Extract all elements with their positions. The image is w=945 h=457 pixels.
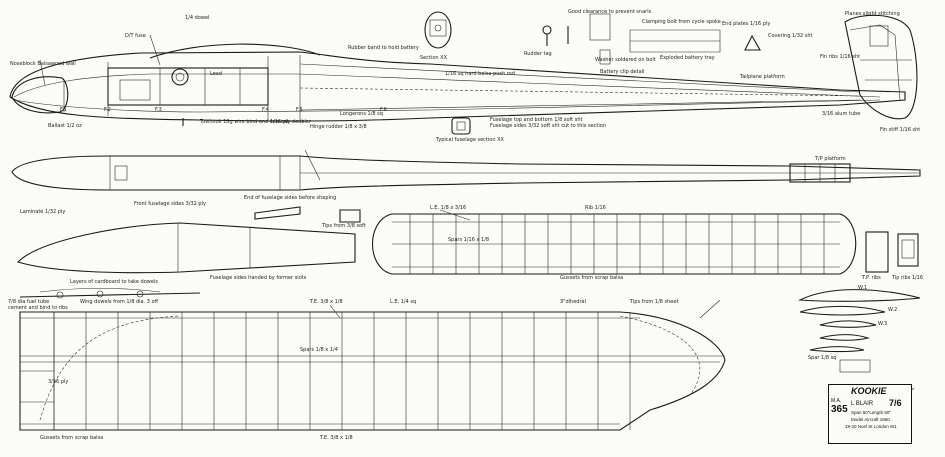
publisher: 19-20 Noel St London W1 [845, 424, 897, 429]
label-plane-stitching: Planes slight stitching [845, 11, 900, 17]
label-clamping-bolt: Clamping bolt from cycle spoke [642, 19, 721, 25]
wing-plan [19, 311, 726, 431]
former-label: F.6 [380, 107, 387, 113]
label-front-fuse-sides: Front fuselage sides 3/32 ply [134, 201, 206, 207]
label-hinge: Hinge rudder 1/8 x 3/8 [310, 124, 367, 130]
plan-prefix: M.A. [831, 398, 842, 404]
label-tip-fuel: 7/8 dia fuel tube [8, 299, 50, 305]
designer: L BLAIR [851, 401, 874, 407]
label-wing-dowels: Wing dowels from 1/8 dia. 3 off [80, 299, 159, 305]
label-covering: Covering 1/32 sht [768, 33, 813, 39]
label-dowel: 1/4 dowel [185, 15, 210, 21]
label-rib-w1: W.1 [858, 285, 868, 291]
label-towhook: Towhook 18g wire bind and cement [200, 119, 289, 125]
label-longerons: Longerons 1/8 sq [340, 111, 383, 117]
label-le-tp: L.E. 1/8 x 3/16 [430, 205, 467, 211]
label-fin-stiff: Fin stiff 1/16 sht [880, 127, 921, 133]
tailplane-plan [372, 213, 919, 275]
fuselage-top-view [11, 155, 921, 191]
tailplane-ribs [409, 214, 825, 274]
label-push-rod: 1/16 sq hard balsa push rod [445, 71, 515, 77]
label-laminated: Laminate 1/32 ply [20, 209, 66, 215]
label-washer: Washer soldered on bolt [595, 57, 656, 63]
label-dihedral: 3"dihedral [560, 299, 586, 305]
former-label: F.4 [262, 107, 269, 113]
label-end-plates: End plates 1/16 ply [722, 21, 771, 27]
label-rudder-tag: Rudder tag [524, 51, 552, 57]
label-battery-tray: Exploded battery tray [660, 55, 715, 61]
detail-top-middle [424, 11, 761, 135]
label-gusset-wing: Gussets from scrap balsa [40, 435, 104, 441]
label-fuse-sides: Fuselage sides 3/32 soft sht cut to this… [490, 123, 607, 129]
former-label: F.3 [155, 107, 162, 113]
fuselage-side-view [9, 14, 918, 126]
former-label: F.2 [104, 107, 111, 113]
former-label: F.1 [60, 107, 67, 113]
fuselage-side-pattern [16, 206, 361, 299]
label-lead: Lead [210, 71, 223, 77]
label-tp-rib: Rib 1/16 [585, 205, 606, 211]
plan-title: KOOKIE [851, 386, 887, 396]
label-fuse-top: Fuselage top and bottom 1/8 soft sht [490, 117, 583, 123]
former-label: F.5 [296, 107, 303, 113]
label-fuse-sides-hard: Fuselage sides handed by former slots [210, 275, 307, 281]
label-tip-block: Tips from 1/8 sheet [630, 299, 679, 305]
label-te: T.E. 3/8 x 1/8 [310, 299, 343, 305]
label-layers: Layers of cardboard to take dowels [70, 279, 158, 285]
label-section-xx: Section XX [420, 55, 448, 61]
label-tp-tips: Tip ribs 1/16 [892, 275, 924, 281]
magazine: Model Aircraft 1960 [851, 417, 890, 422]
label-wing-fillet: 3/16 ply [48, 379, 69, 385]
label-wing-te-bottom: T.E. 3/8 x 1/8 [320, 435, 353, 441]
title-block: KOOKIE M.A. 365 L BLAIR 7/6 Span 60"Leng… [828, 384, 912, 444]
label-fin-spar: Spar 1/8 sq [808, 355, 837, 361]
label-gusset-tp: Gussets from scrap balsa [560, 275, 624, 281]
label-ply-doubler: 1/16 ply doubler [270, 119, 312, 125]
label-spars-tp: Spars 1/16 x 1/8 [448, 237, 490, 243]
label-rubber-band: Rubber band to hold battery [348, 45, 419, 51]
label-noseblock: Noseblock Balsawood wall [10, 61, 76, 67]
label-spars: Spars 1/8 x 1/4 [300, 347, 338, 353]
label-le: L.E. 1/4 sq [390, 299, 417, 305]
label-tp-platform-top: T/P platform [815, 156, 846, 162]
label-ballast: Ballast 1/2 oz [48, 123, 82, 129]
label-battery-clip: Battery clip detail [600, 69, 645, 75]
label-rib-w2: W.2 [888, 307, 898, 313]
label-fin-ribs: Fin ribs 1/16 sht [820, 54, 861, 60]
label-end-fuse-sides: End of fuselage sides before shaping [244, 195, 337, 201]
price: 7/6 [889, 398, 902, 408]
leader-lines [39, 34, 721, 319]
label-typical-section: Typical fuselage section XX [436, 137, 504, 143]
label-rib-w3: W.3 [878, 321, 888, 327]
label-tp-ribs: T.P. ribs [862, 275, 881, 281]
label-tp-platform-side: Tailplane platform [740, 74, 785, 80]
wing-ribs [53, 312, 631, 430]
label-cement: cement and bind to ribs [8, 305, 68, 311]
plan-number: 365 [831, 404, 848, 415]
label-fin-tube: 3/16 alum tube [822, 111, 861, 117]
subtitle: Span 60"Length 50" [851, 410, 891, 415]
label-tips-from: Tips from 3/8 soft [322, 223, 366, 229]
label-dt-fuse: D/T fuse [125, 33, 146, 39]
label-clearance: Good clearance to prevent snarls [568, 9, 652, 15]
